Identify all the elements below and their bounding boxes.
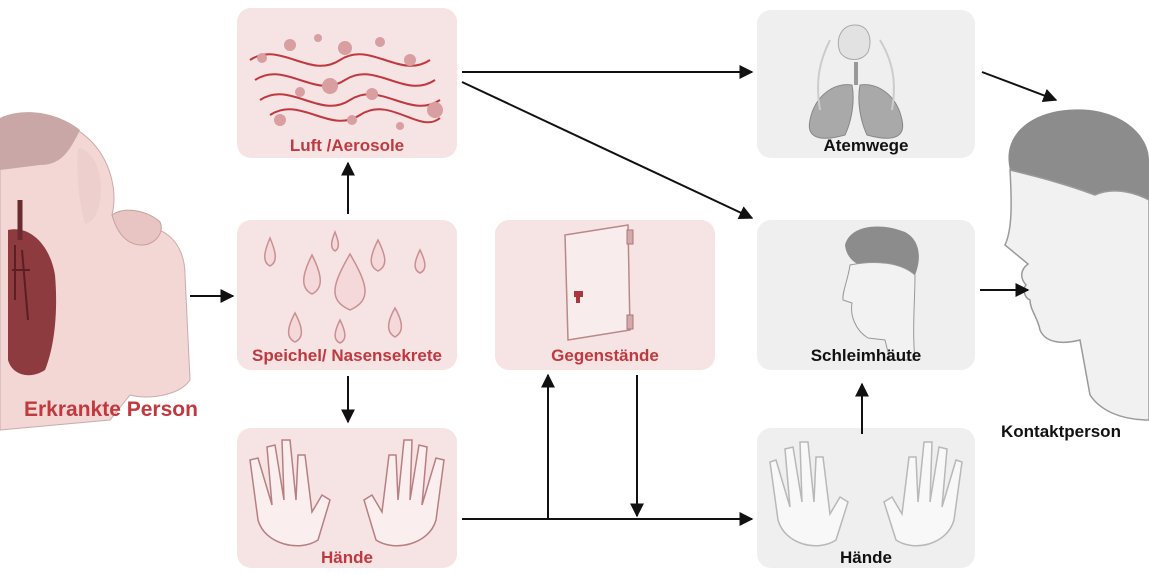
aerosol-illustration	[250, 34, 443, 130]
infected-person-illustration	[0, 112, 190, 430]
face-profile-illustration	[843, 226, 919, 360]
airways-label: Atemwege	[757, 136, 975, 156]
arrow-air-to-mucous	[462, 82, 752, 218]
contact-person-illustration	[1005, 109, 1149, 420]
hands-source-illustration	[250, 440, 444, 546]
droplets-illustration	[265, 232, 425, 343]
air-aerosols-label: Luft /Aerosole	[237, 136, 457, 156]
door-illustration	[565, 225, 633, 340]
infected-person-label: Erkrankte Person	[24, 398, 198, 422]
hands-target-illustration	[770, 442, 962, 546]
hands-target-label: Hände	[757, 548, 975, 568]
arrow-airways-to-contact	[982, 72, 1056, 100]
mucous-membranes-label: Schleimhäute	[757, 346, 975, 366]
objects-label: Gegenstände	[495, 346, 715, 366]
contact-person-label: Kontaktperson	[1001, 422, 1121, 442]
saliva-nasal-label: Speichel/ Nasensekrete	[237, 346, 457, 366]
lungs-illustration	[809, 25, 902, 138]
hands-source-label: Hände	[237, 548, 457, 568]
